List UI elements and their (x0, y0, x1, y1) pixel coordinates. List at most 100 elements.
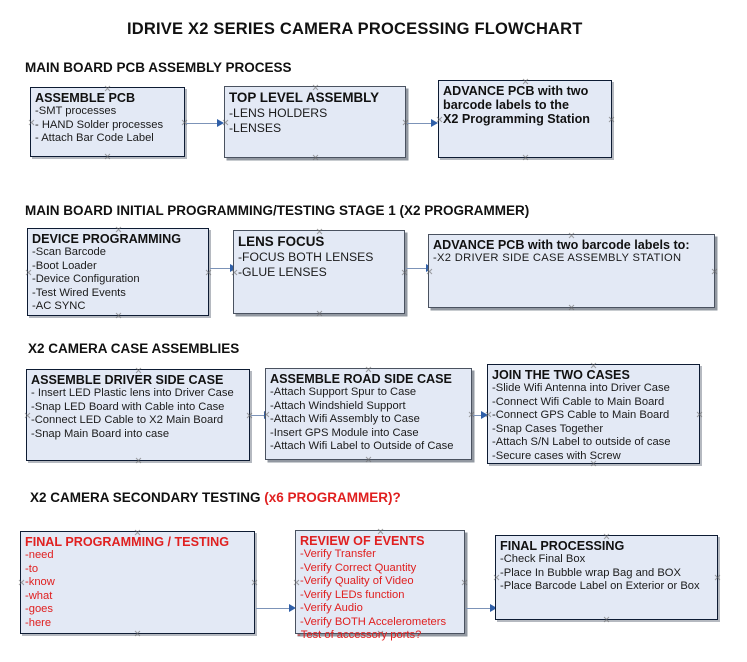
box-join-the-two-cases[interactable]: JOIN THE TWO CASES -Slide Wifi Antenna i… (487, 364, 700, 464)
box-line: -Attach Windshield Support (270, 399, 406, 412)
box-lens-focus[interactable]: LENS FOCUS -FOCUS BOTH LENSES -GLUE LENS… (233, 230, 405, 314)
box-title: TOP LEVEL ASSEMBLY (229, 90, 380, 105)
section-heading-3: X2 CAMERA CASE ASSEMBLIES (28, 341, 240, 356)
box-final-processing[interactable]: FINAL PROCESSING -Check Final Box -Place… (495, 535, 718, 620)
box-overflow-line: -Test of accessory ports? (297, 629, 422, 641)
box-line: -here (25, 616, 52, 629)
box-line: -Scan Barcode (32, 246, 107, 258)
box-line: -AC SYNC (32, 300, 86, 313)
box-line: -LENS HOLDERS (229, 105, 328, 120)
handle-bottom-icon (104, 153, 111, 160)
box-line: -what (25, 589, 53, 602)
box-advance-pcb-driver-side-station[interactable]: ADVANCE PCB with two barcode labels to: … (428, 234, 715, 308)
box-line: -Slide Wifi Antenna into Driver Case (492, 382, 670, 394)
handle-bottom-icon (316, 310, 323, 317)
section-heading-4-text: X2 CAMERA SECONDARY TESTING (30, 490, 265, 505)
box-assemble-road-side-case[interactable]: ASSEMBLE ROAD SIDE CASE -Attach Support … (265, 368, 472, 460)
box-line: - Attach Bar Code Label (35, 132, 154, 145)
box-line: -Attach Wifi Assembly to Case (270, 413, 420, 426)
connector-line (466, 608, 492, 610)
box-line: -Secure cases with Screw (492, 449, 621, 462)
box-line: -Verify Transfer (300, 548, 376, 560)
box-title: ADVANCE PCB with two barcode labels to: (433, 238, 690, 252)
box-line: -Test Wired Events (32, 286, 126, 299)
handle-bottom-icon (568, 304, 575, 311)
box-line: -GLUE LENSES (238, 264, 327, 279)
box-line: -Attach Wifi Label to Outside of Case (270, 440, 454, 453)
connector-arrow-icon (481, 410, 488, 419)
connector-line (406, 268, 428, 270)
box-assemble-pcb[interactable]: ASSEMBLE PCB -SMT processes - HAND Solde… (30, 87, 185, 157)
box-title: DEVICE PROGRAMMING (32, 232, 182, 246)
box-line: -Check Final Box (500, 553, 586, 565)
box-line: -Device Configuration (32, 273, 140, 286)
box-line: -need (25, 549, 54, 561)
box-line: -LENSES (229, 120, 282, 135)
box-line: -Verify BOTH Accelerometers (300, 615, 447, 628)
box-line: -know (25, 576, 55, 589)
connector-arrow-icon (217, 118, 224, 127)
handle-bottom-icon (603, 616, 610, 623)
box-title: ASSEMBLE ROAD SIDE CASE (270, 372, 452, 386)
connector-line (186, 123, 219, 125)
handle-left-icon (24, 412, 31, 419)
box-line: -Connect LED Cable to X2 Main Board (31, 414, 224, 427)
handle-bottom-icon (135, 457, 142, 464)
box-line: -Boot Loader (32, 259, 97, 272)
box-line: -Connect GPS Cable to Main Board (492, 409, 670, 422)
connector-line (251, 415, 268, 417)
connector-arrow-icon (490, 603, 497, 612)
handle-right-icon (711, 268, 718, 275)
box-line: -SMT processes (35, 105, 117, 117)
connector-arrow-icon (431, 118, 438, 127)
box-line: -Place Barcode Label on Exterior or Box (500, 580, 700, 593)
box-line: -Verify Audio (300, 602, 363, 615)
box-line: -Attach S/N Label to outside of case (492, 436, 671, 449)
box-final-programming-testing[interactable]: FINAL PROGRAMMING / TESTING -need -to -k… (20, 531, 255, 634)
box-line: -Insert GPS Module into Case (270, 426, 419, 439)
box-line: - HAND Solder processes (35, 118, 164, 131)
handle-left-icon (293, 579, 300, 586)
box-device-programming[interactable]: DEVICE PROGRAMMING -Scan Barcode -Boot L… (27, 228, 209, 316)
box-line: -X2 DRIVER SIDE CASE ASSEMBLY STATION (433, 252, 682, 264)
box-advance-pcb-programming-station[interactable]: ADVANCE PCB with two barcode labels to t… (438, 80, 612, 158)
handle-left-icon (493, 574, 500, 581)
box-line: -goes (25, 603, 53, 616)
page-title: IDRIVE X2 SERIES CAMERA PROCESSING FLOWC… (127, 20, 583, 38)
handle-left-icon (28, 119, 35, 126)
box-assemble-driver-side-case[interactable]: ASSEMBLE DRIVER SIDE CASE - Insert LED P… (26, 369, 250, 461)
box-line: -Attach Support Spur to Case (270, 386, 417, 398)
box-line: - Insert LED Plastic lens into Driver Ca… (31, 387, 234, 399)
box-title: FINAL PROCESSING (500, 539, 625, 553)
handle-left-icon (18, 579, 25, 586)
box-review-of-events[interactable]: REVIEW OF EVENTS -Verify Transfer -Verif… (295, 530, 465, 634)
box-line: -Connect Wifi Cable to Main Board (492, 395, 665, 408)
connector-arrow-icon (289, 603, 296, 612)
box-line: -Verify LEDs function (300, 588, 405, 601)
box-title: JOIN THE TWO CASES (492, 368, 630, 382)
box-line: -to (25, 562, 39, 575)
box-line: -Snap Main Board into case (31, 427, 170, 440)
box-title: ASSEMBLE DRIVER SIDE CASE (31, 373, 224, 387)
handle-left-icon (25, 269, 32, 276)
connector-line (256, 608, 291, 610)
box-line: -Verify Correct Quantity (300, 561, 417, 574)
box-title: LENS FOCUS (238, 234, 325, 249)
handle-bottom-icon (365, 456, 372, 463)
box-title: FINAL PROGRAMMING / TESTING (25, 535, 230, 549)
box-line: X2 Programming Station (443, 112, 590, 126)
section-heading-4: X2 CAMERA SECONDARY TESTING (x6 PROGRAMM… (30, 490, 401, 505)
handle-bottom-icon (312, 154, 319, 161)
connector-line (210, 268, 232, 270)
connector-line (473, 415, 486, 417)
box-line: -Snap LED Board with Cable into Case (31, 400, 225, 413)
box-top-level-assembly[interactable]: TOP LEVEL ASSEMBLY -LENS HOLDERS -LENSES (224, 86, 406, 158)
box-line: barcode labels to the (443, 98, 569, 112)
box-line: -Verify Quality of Video (300, 575, 414, 588)
box-line: -FOCUS BOTH LENSES (238, 249, 374, 264)
section-heading-1: MAIN BOARD PCB ASSEMBLY PROCESS (25, 60, 292, 75)
box-title: REVIEW OF EVENTS (300, 534, 425, 548)
connector-line (407, 123, 433, 125)
box-title: ADVANCE PCB with two (443, 84, 589, 98)
